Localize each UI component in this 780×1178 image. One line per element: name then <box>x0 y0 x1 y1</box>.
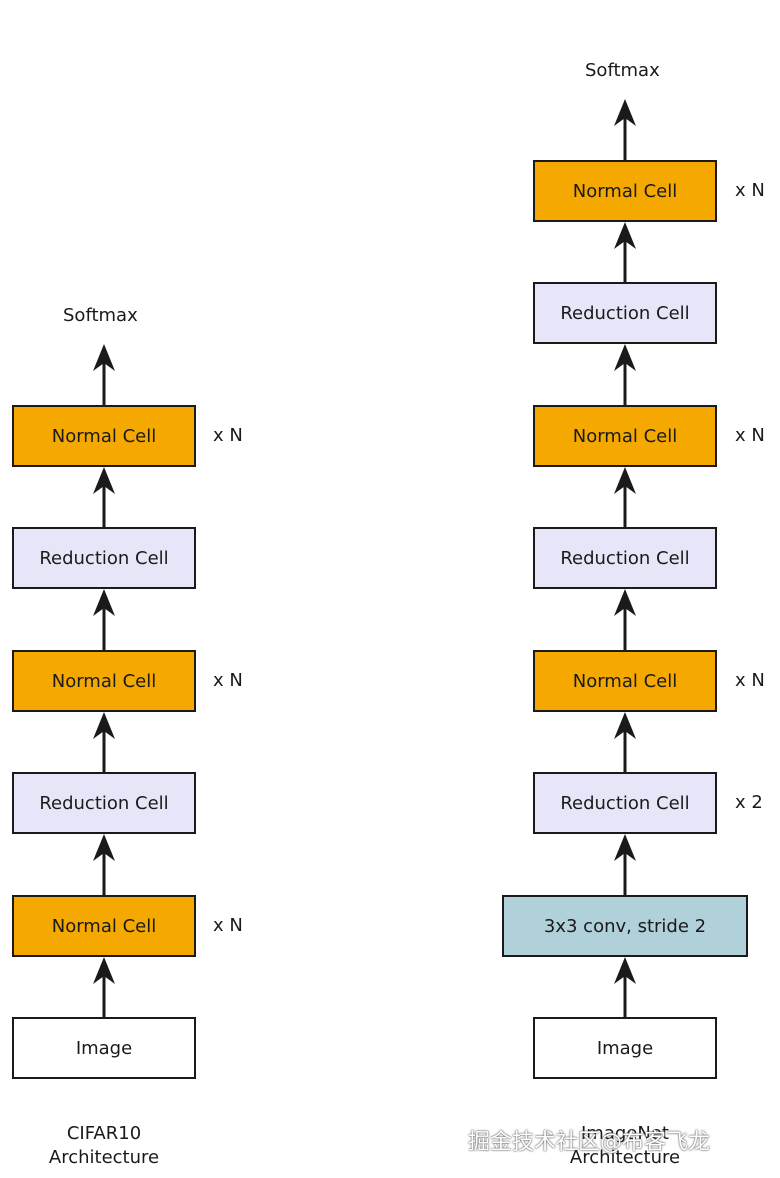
cifar-caption-line1: CIFAR10 <box>66 1123 142 1144</box>
cifar-reduction-cell-upper: Reduction Cell <box>12 527 196 589</box>
imagenet-arrows <box>614 99 636 1017</box>
cifar-normal-cell-bottom: Normal Cell <box>12 895 196 957</box>
imagenet-caption: ImageNet Architecture <box>525 1122 725 1170</box>
imagenet-caption-line2: Architecture <box>569 1147 681 1168</box>
cifar-caption: CIFAR10 Architecture <box>4 1122 204 1170</box>
cifar-softmax-label: Softmax <box>63 305 138 326</box>
imagenet-repeat-top: x N <box>735 180 765 201</box>
imagenet-repeat-bottom: x 2 <box>735 792 763 813</box>
imagenet-normal-cell-top: Normal Cell <box>533 160 717 222</box>
cifar-image-input: Image <box>12 1017 196 1079</box>
watermark: 掘金技术社区@布客飞龙 <box>468 1130 711 1155</box>
cifar-caption-line2: Architecture <box>48 1147 160 1168</box>
imagenet-reduction-cell-top: Reduction Cell <box>533 282 717 344</box>
imagenet-stem-conv: 3x3 conv, stride 2 <box>502 895 748 957</box>
imagenet-reduction-cell-middle: Reduction Cell <box>533 527 717 589</box>
imagenet-reduction-cell-bottom: Reduction Cell <box>533 772 717 834</box>
imagenet-normal-cell-upper: Normal Cell <box>533 405 717 467</box>
cifar-repeat-middle: x N <box>213 670 243 691</box>
cifar-reduction-cell-lower: Reduction Cell <box>12 772 196 834</box>
imagenet-normal-cell-lower: Normal Cell <box>533 650 717 712</box>
cifar-repeat-bottom: x N <box>213 915 243 936</box>
cifar-normal-cell-middle: Normal Cell <box>12 650 196 712</box>
imagenet-softmax-label: Softmax <box>585 60 660 81</box>
cifar-arrows <box>93 344 115 1017</box>
cifar-repeat-top: x N <box>213 425 243 446</box>
imagenet-image-input: Image <box>533 1017 717 1079</box>
imagenet-caption-line1: ImageNet <box>581 1123 669 1144</box>
imagenet-repeat-lower: x N <box>735 670 765 691</box>
imagenet-repeat-upper: x N <box>735 425 765 446</box>
cifar-normal-cell-top: Normal Cell <box>12 405 196 467</box>
